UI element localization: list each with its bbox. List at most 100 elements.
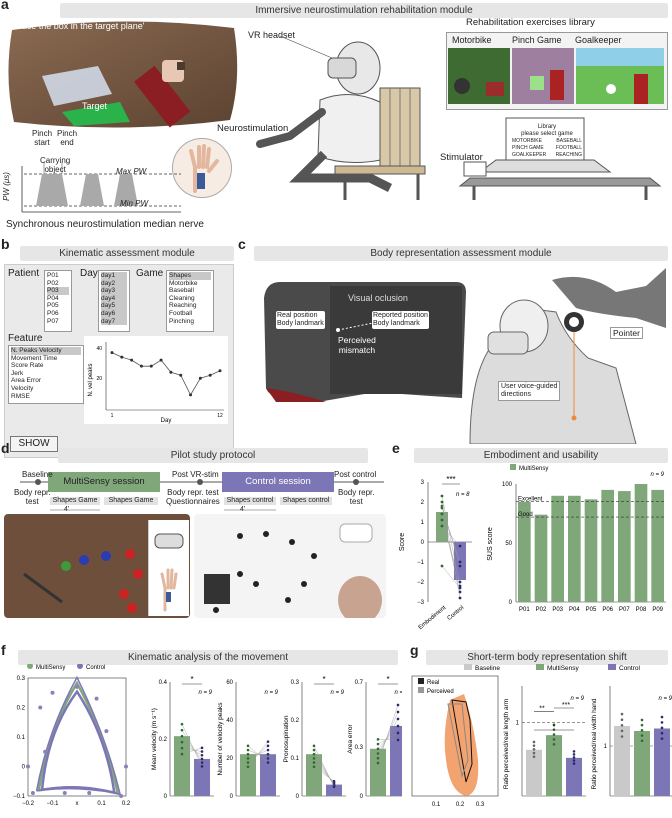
day-option[interactable]: day1 — [101, 272, 127, 280]
kin-dot-control — [200, 765, 204, 768]
g-legend-swatch — [536, 664, 544, 670]
screen-text: Library please select game MOTORBIKE BAS… — [512, 124, 582, 159]
g-dot — [552, 733, 556, 736]
hand-electrode-image — [172, 138, 232, 198]
g-dot — [620, 712, 624, 716]
target-label: Target — [82, 101, 108, 111]
kin-ytick: 0 — [164, 794, 168, 800]
kin-bar-multisensy — [306, 754, 322, 796]
sus-xtick: P08 — [636, 607, 647, 613]
pw-timing-diagram — [21, 162, 181, 213]
kin-pair-line — [181, 730, 203, 763]
nvel-point — [120, 355, 124, 359]
g-dot — [532, 755, 536, 759]
score-ytick: 0 — [421, 540, 425, 546]
banner-f: Kinematic analysis of the movement — [18, 650, 398, 665]
baseline-label: Baseline — [22, 470, 53, 479]
kin-dot-multisensy — [312, 765, 316, 769]
game-option-selected[interactable]: Shapes — [169, 272, 211, 280]
feature-option-selected[interactable]: N. Peaks Velocity — [11, 347, 81, 355]
feature-option[interactable]: Area Error — [11, 377, 41, 385]
feature-option[interactable]: RMSE — [11, 392, 30, 400]
patient-option[interactable]: P01 — [47, 272, 59, 279]
game-option[interactable]: Reaching — [169, 302, 197, 310]
score-xtick: Control — [447, 605, 466, 622]
score-dot-control — [458, 564, 462, 568]
game-motorbike-thumbnail[interactable] — [448, 48, 510, 104]
sus-bar-p05 — [584, 499, 598, 602]
patient-option[interactable]: P02 — [47, 279, 59, 287]
body-representation-scene — [264, 268, 666, 444]
day-option[interactable]: day6 — [101, 309, 127, 318]
score-dot-control — [458, 596, 462, 600]
game-option[interactable]: Football — [169, 309, 193, 317]
kin-ytick: 0.4 — [159, 680, 168, 686]
feature-option[interactable]: Jerk — [11, 369, 24, 377]
score-dot-embodiment — [440, 524, 444, 528]
g-dot — [640, 734, 644, 737]
kin-pair-line — [377, 725, 399, 749]
game-option[interactable]: Pinching — [169, 317, 194, 325]
patient-option[interactable]: P06 — [47, 309, 59, 317]
sus-xtick: P02 — [536, 607, 547, 613]
kin-n-label: n = 9 — [264, 690, 278, 696]
patient-option-selected[interactable]: P03 — [47, 287, 69, 295]
kin-dot-control — [200, 746, 204, 750]
g-dot — [640, 729, 644, 732]
multisensy-session-label: MultiSensy session — [63, 476, 145, 487]
traj-ytick: 0.1 — [17, 735, 26, 741]
post-control-label: Post control — [334, 470, 377, 479]
traj-waypoint — [62, 791, 67, 796]
game-option[interactable]: Cleaning — [169, 294, 195, 302]
nvel-point — [149, 364, 153, 368]
feature-option[interactable]: Score Rate — [11, 362, 44, 370]
kin-pair-line — [313, 745, 335, 787]
game-goalkeeper-thumbnail[interactable] — [576, 48, 664, 104]
day-option[interactable]: day5 — [101, 302, 127, 310]
day-listbox[interactable]: day1 day2 day3 day4 day5 day6 day7 — [98, 270, 130, 332]
visual-occlusion-label: Visual oclusion — [348, 293, 408, 303]
traj-xtick: 0.2 — [122, 801, 131, 807]
sus-xtick: P04 — [569, 607, 580, 613]
kin-dot-control — [200, 753, 204, 757]
neurostimulation-label: Neurostimulation — [217, 123, 289, 134]
game-pinch-thumbnail[interactable] — [512, 48, 574, 104]
score-pair-line — [441, 525, 461, 547]
g-legend-label: Baseline — [475, 665, 500, 672]
patient-listbox[interactable]: P01 P02 P03 P04 P05 P06 P07 — [44, 270, 72, 332]
traj-ytick: 0.2 — [17, 706, 26, 712]
kin-pair-line — [181, 741, 203, 756]
score-dot-control — [458, 590, 462, 594]
feature-listbox[interactable]: N. Peaks Velocity Movement Time Score Ra… — [8, 345, 84, 404]
kin-sig-label: * — [322, 675, 325, 684]
body-repr-questionnaires-label: Body repr. test Questionnaires — [166, 488, 220, 506]
game-option[interactable]: Motorbike — [169, 279, 198, 287]
feature-option[interactable]: Movement Time — [11, 354, 58, 362]
patient-option[interactable]: P04 — [47, 294, 59, 302]
patient-option[interactable]: P05 — [47, 302, 59, 310]
day-option[interactable]: day2 — [101, 279, 127, 288]
nvel-ytick-20: 20 — [96, 376, 102, 382]
game-option[interactable]: Baseball — [169, 287, 194, 295]
game-listbox[interactable]: Shapes Motorbike Baseball Cleaning Reach… — [166, 270, 214, 332]
g-dot — [572, 759, 576, 762]
sus-bar-p03 — [551, 495, 564, 602]
day-option[interactable]: day4 — [101, 294, 127, 303]
kin-n-label: n = 9 — [198, 690, 212, 696]
panel-label-g: g — [410, 642, 419, 658]
nvel-point — [198, 376, 202, 380]
patient-option[interactable]: P07 — [47, 317, 59, 325]
g-dot — [532, 744, 536, 747]
banner-a: Immersive neurostimulation rehabilitatio… — [60, 3, 668, 18]
feature-option[interactable]: Velocity — [11, 384, 34, 392]
day-option[interactable]: day7 — [101, 317, 127, 326]
headset-hand-inset — [148, 520, 189, 616]
kin-dot-control — [200, 750, 204, 753]
nvel-point — [208, 373, 212, 377]
nvel-peaks-plot: 40 20 1 12 Day N. vel peaks — [84, 336, 228, 424]
kin-pair-line — [181, 724, 203, 767]
show-button[interactable]: SHOW — [10, 436, 58, 452]
max-pw-label: Max PW — [116, 167, 147, 176]
g-legend-label: MultiSensy — [547, 665, 580, 672]
day-option[interactable]: day3 — [101, 287, 127, 295]
